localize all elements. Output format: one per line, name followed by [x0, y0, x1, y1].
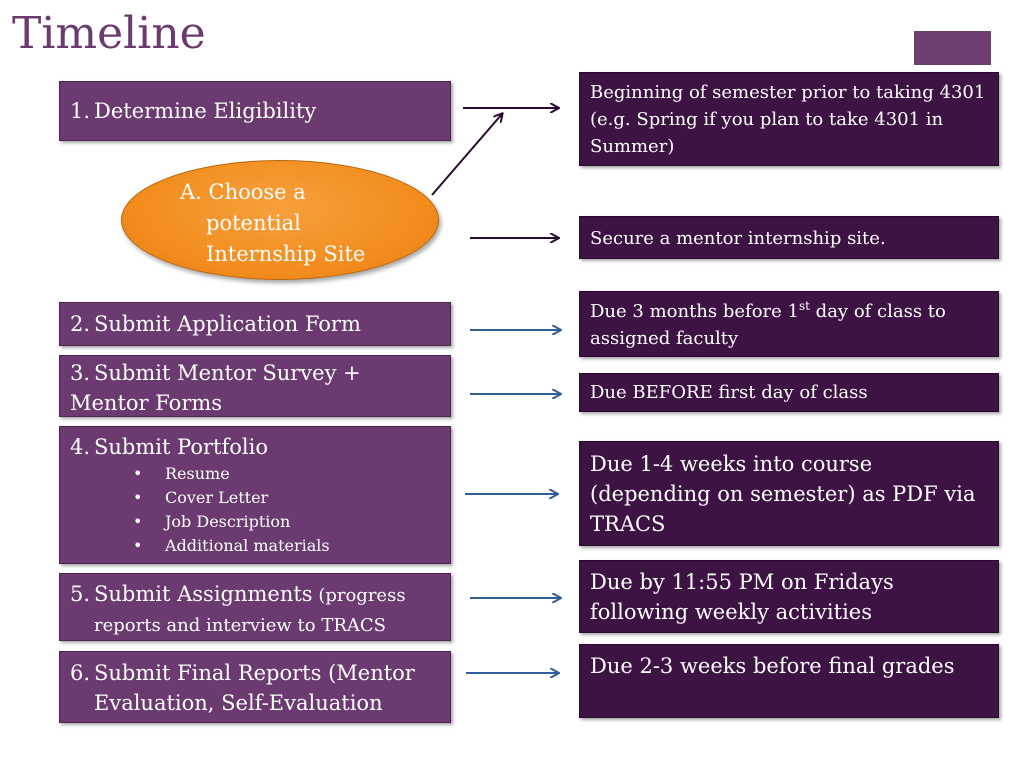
- step-6-number: 6.: [70, 661, 91, 685]
- deadline-5-text: Due by 11:55 PM on Fridays following wee…: [590, 570, 894, 624]
- step-5-number: 5.: [70, 582, 91, 606]
- deadline-2-text-a: Due 3 months before 1: [590, 301, 799, 322]
- portfolio-item: Job Description: [133, 510, 440, 534]
- step-5-label-small: (progress: [312, 585, 406, 606]
- deadline-1-text: Beginning of semester prior to taking 43…: [590, 82, 986, 157]
- portfolio-list: Resume Cover Letter Job Description Addi…: [70, 462, 440, 558]
- deadline-a-box: Secure a mentor internship site.: [579, 216, 999, 259]
- step-3-line2: Mentor Forms: [70, 391, 223, 415]
- step-1-box: 1.Determine Eligibility: [59, 81, 451, 141]
- step-2-label: Submit Application Form: [94, 312, 361, 336]
- page-title: Timeline: [12, 8, 206, 59]
- deadline-6-text: Due 2-3 weeks before final grades: [590, 654, 955, 678]
- step-5-box: 5.Submit Assignments (progress reports a…: [59, 573, 451, 641]
- deadline-1-box: Beginning of semester prior to taking 43…: [579, 72, 999, 166]
- deadline-a-text: Secure a mentor internship site.: [590, 228, 886, 249]
- step-6-box: 6.Submit Final Reports (Mentor Evaluatio…: [59, 651, 451, 723]
- step-a-line1: A. Choose a: [180, 180, 306, 204]
- deadline-4-text: Due 1-4 weeks into course (depending on …: [590, 452, 976, 536]
- step-a-line3: Internship Site: [206, 242, 366, 266]
- portfolio-item: Resume: [133, 462, 440, 486]
- step-2-box: 2.Submit Application Form: [59, 302, 451, 346]
- portfolio-item: Cover Letter: [133, 486, 440, 510]
- step-2-number: 2.: [70, 312, 91, 336]
- step-1-number: 1.: [70, 99, 91, 123]
- step-6-line2: Evaluation, Self-Evaluation: [94, 691, 383, 715]
- deadline-6-box: Due 2-3 weeks before final grades: [579, 644, 999, 718]
- step-a-oval: A. Choose a potential Internship Site: [121, 160, 439, 280]
- step-5-label: Submit Assignments: [94, 582, 313, 606]
- deadline-3-box: Due BEFORE first day of class: [579, 373, 999, 412]
- deadline-4-box: Due 1-4 weeks into course (depending on …: [579, 441, 999, 546]
- step-3-label: Submit Mentor Survey +: [94, 361, 361, 385]
- decorative-corner-box: [914, 31, 991, 65]
- deadline-2-superscript: st: [798, 299, 810, 313]
- step-3-number: 3.: [70, 361, 91, 385]
- step-4-number: 4.: [70, 435, 91, 459]
- step-5-line2: reports and interview to TRACS: [94, 615, 386, 636]
- step-a-line2: potential: [206, 211, 301, 235]
- step-4-box: 4.Submit Portfolio Resume Cover Letter J…: [59, 426, 451, 564]
- step-6-label: Submit Final Reports (Mentor: [94, 661, 415, 685]
- step-3-box: 3.Submit Mentor Survey + Mentor Forms: [59, 355, 451, 417]
- step-4-label: Submit Portfolio: [94, 435, 268, 459]
- deadline-2-text-b: day of class to assigned faculty: [590, 301, 946, 349]
- portfolio-item: Additional materials: [133, 534, 440, 558]
- step-1-label: Determine Eligibility: [94, 99, 317, 123]
- deadline-5-box: Due by 11:55 PM on Fridays following wee…: [579, 560, 999, 633]
- deadline-2-box: Due 3 months before 1st day of class to …: [579, 291, 999, 357]
- deadline-3-text: Due BEFORE first day of class: [590, 382, 868, 403]
